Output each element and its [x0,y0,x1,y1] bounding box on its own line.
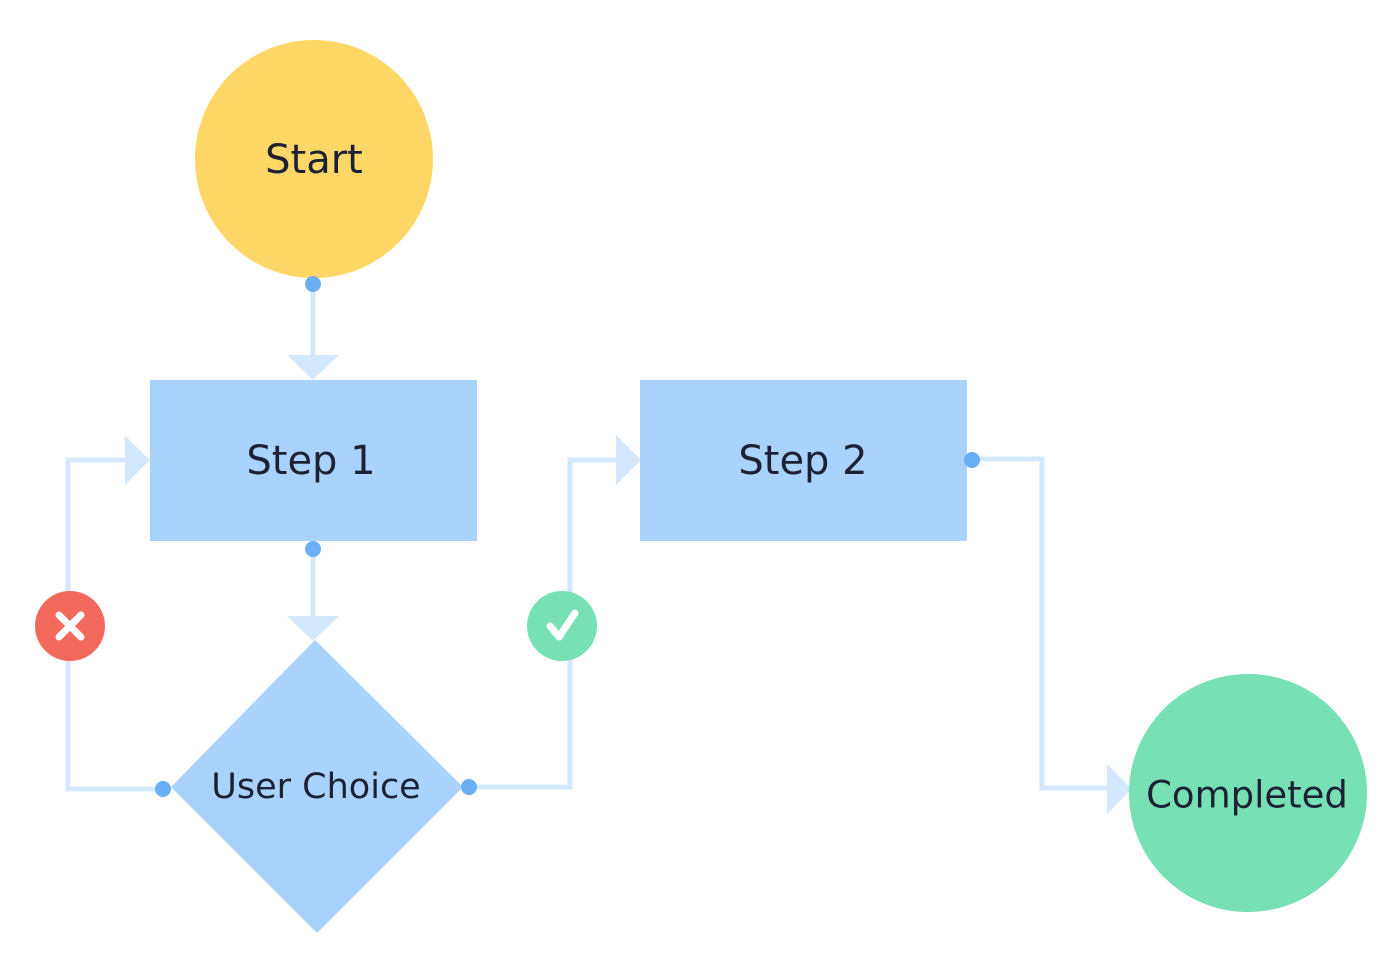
node-step2[interactable]: Step 2 [640,380,967,541]
arrowhead-down-decision [287,616,339,641]
no-badge[interactable] [35,591,105,661]
step2-label: Step 2 [738,438,867,484]
x-icon [55,611,85,641]
arrowheads [125,355,1132,814]
node-start[interactable]: Start [195,40,433,278]
yes-badge-circle [527,591,597,661]
step2-box [640,380,967,541]
completed-circle [1129,674,1367,912]
port-decision-left[interactable] [155,781,171,797]
connector-step2-to-completed[interactable] [972,456,1110,791]
arrowhead-right-step2 [616,435,641,485]
completed-label: Completed [1146,774,1348,817]
node-decision[interactable]: User Choice [171,640,463,933]
node-completed[interactable]: Completed [1129,674,1367,912]
start-circle [195,40,433,278]
arrowhead-right-completed [1107,764,1132,814]
port-step2-right[interactable] [964,452,980,468]
port-start-bottom[interactable] [305,276,321,292]
step1-box [150,380,477,541]
arrowhead-right-step1 [125,436,150,485]
step1-label: Step 1 [246,438,375,484]
arrowhead-down-step1 [287,355,339,380]
node-step1[interactable]: Step 1 [150,380,477,541]
decision-label: User Choice [211,767,420,807]
port-decision-right[interactable] [461,779,477,795]
start-label: Start [265,137,363,183]
ports [155,276,980,797]
check-icon [546,609,579,641]
decision-diamond [171,640,463,933]
yes-badge[interactable] [527,591,597,661]
port-step1-bottom[interactable] [305,541,321,557]
